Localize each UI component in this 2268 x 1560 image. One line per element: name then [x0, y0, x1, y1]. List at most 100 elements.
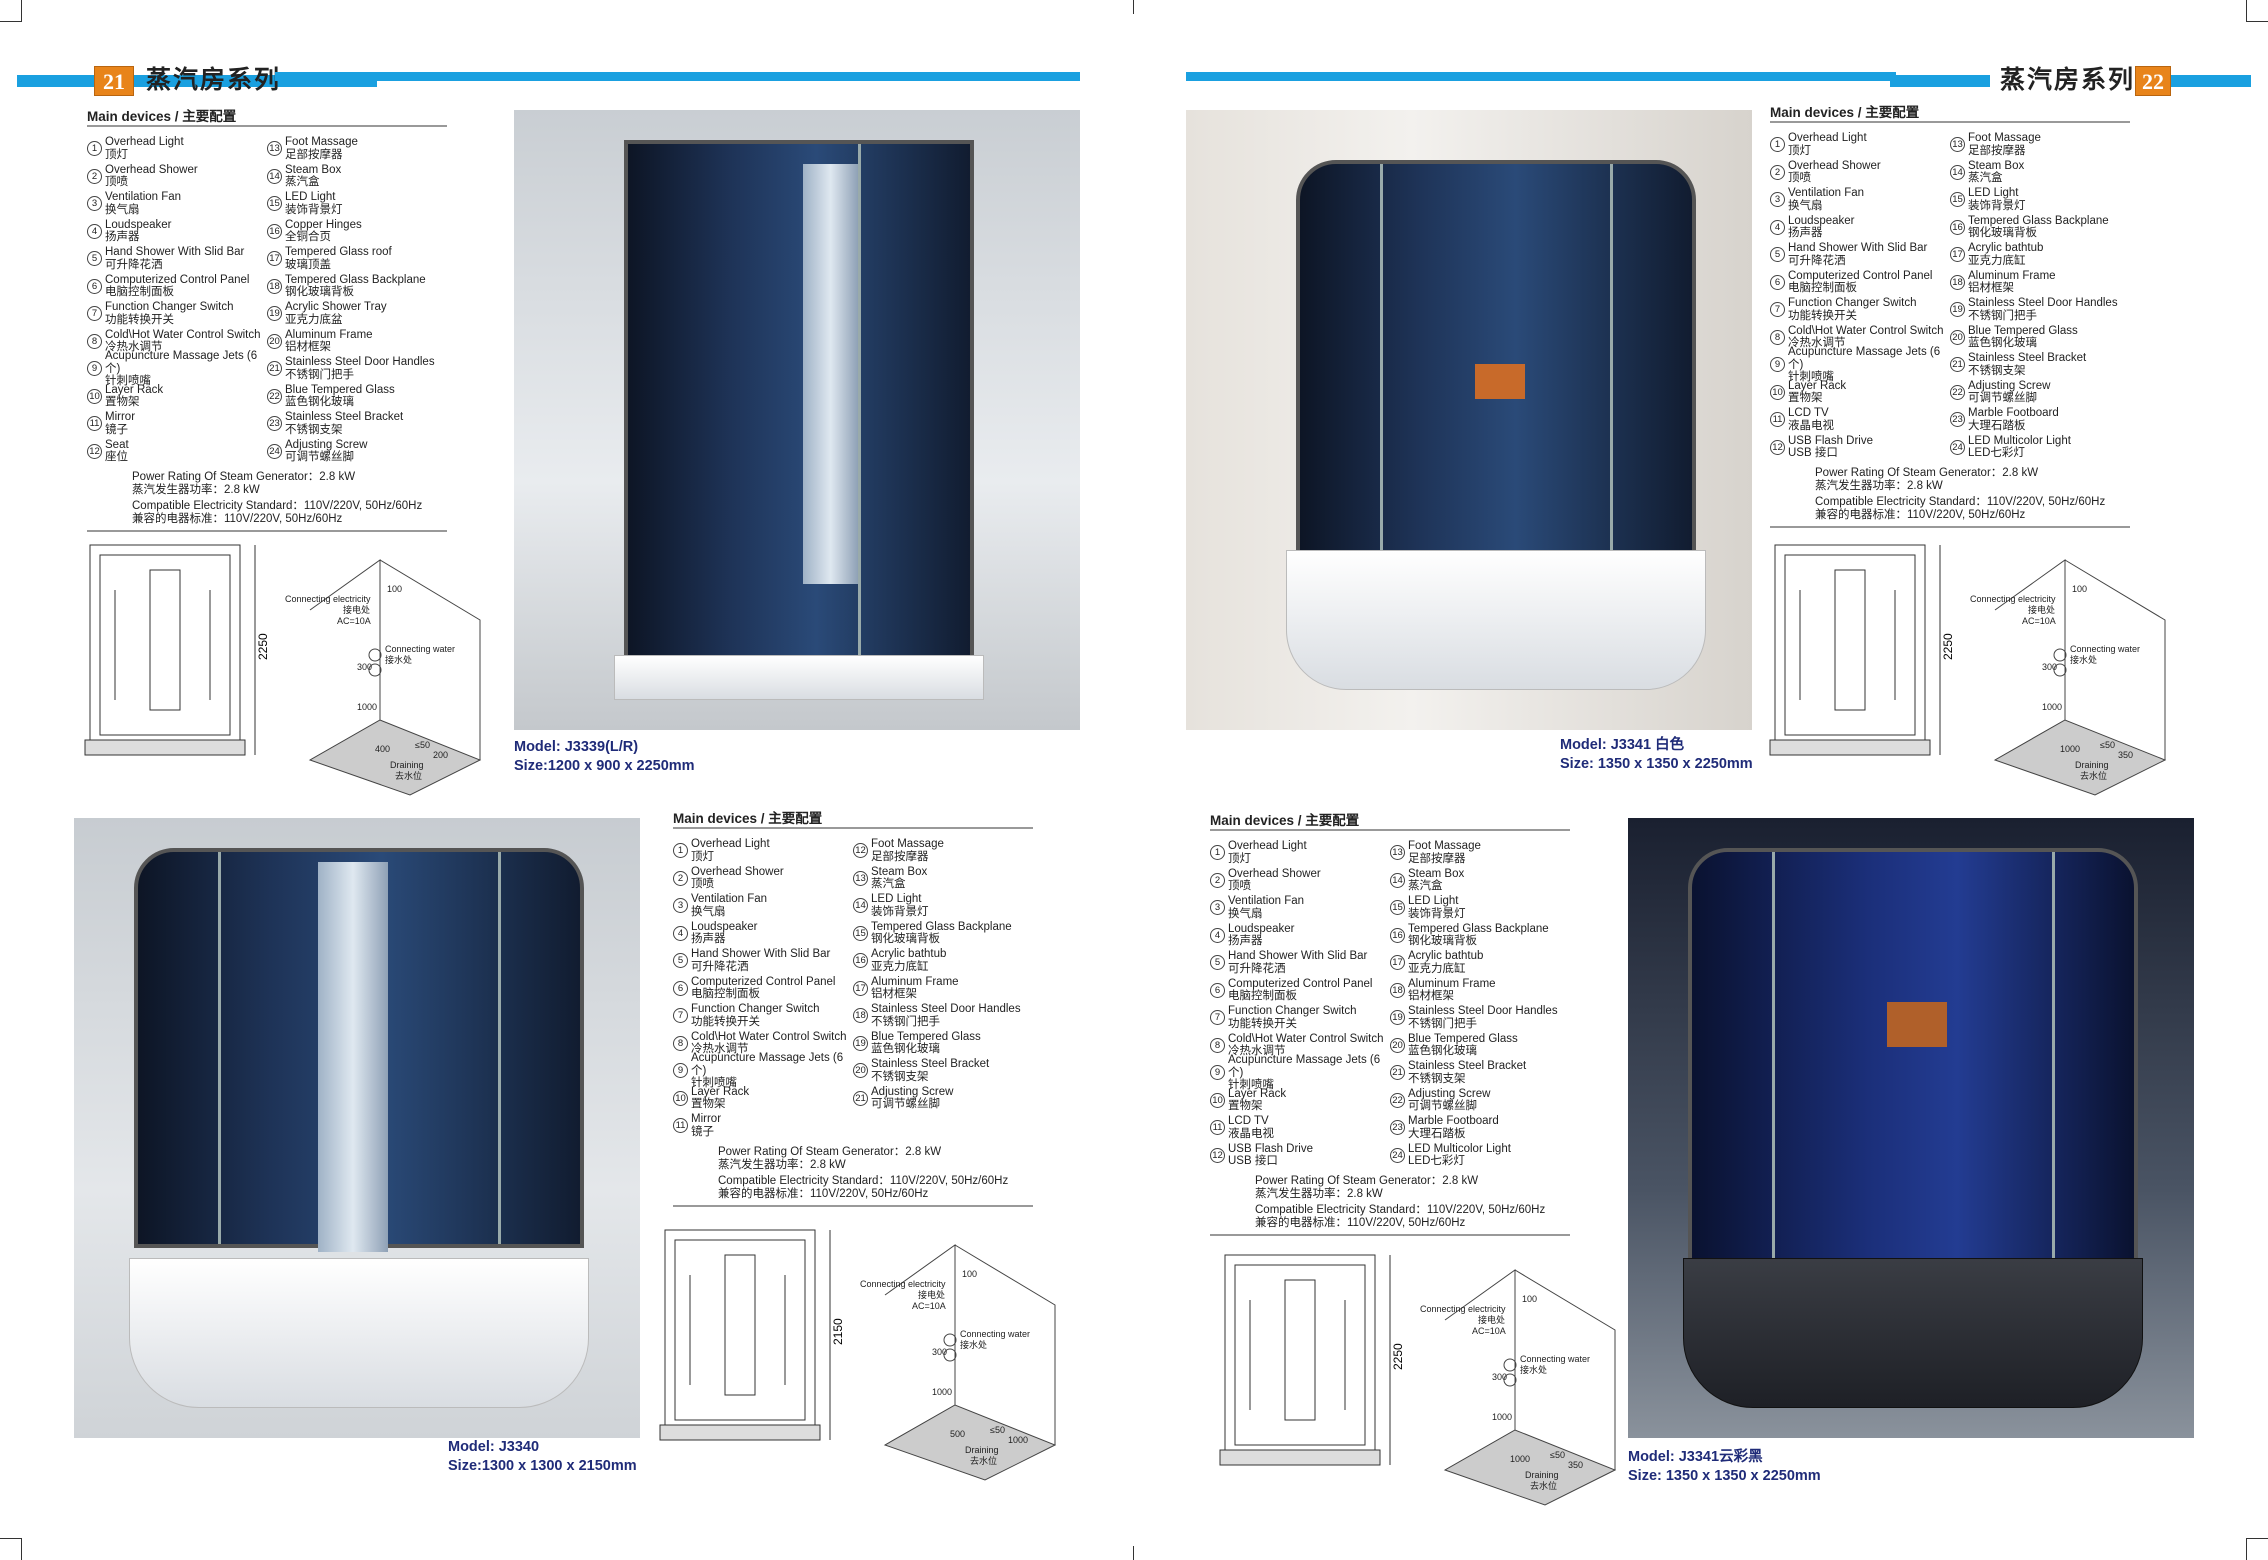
item-number: 14 — [1390, 872, 1405, 888]
crop-mark — [2246, 0, 2268, 22]
model-size: Size:1300 x 1300 x 2150mm — [448, 1458, 637, 1474]
connecting-electricity-label: Connecting electricity — [860, 1279, 946, 1289]
connecting-electricity-label: Connecting electricity — [1970, 594, 2056, 604]
dimension: 200 — [433, 750, 448, 760]
dimension: 1000 — [1492, 1412, 1512, 1422]
item-name-cn: 功能转换开关 — [1788, 309, 1857, 322]
item-number: 20 — [1950, 329, 1965, 345]
item-name-cn: 换气扇 — [691, 905, 726, 918]
product-photo-j3341-white — [1186, 110, 1752, 730]
item-name-cn: 钢化玻璃背板 — [871, 933, 940, 946]
item-name-en: Foot Massage — [1968, 132, 2041, 145]
item-number: 14 — [853, 898, 868, 914]
item-name-cn: 可调节螺丝脚 — [871, 1098, 940, 1111]
connecting-water-label: Connecting water — [1520, 1354, 1590, 1364]
item-number: 11 — [1770, 412, 1785, 428]
item-number: 3 — [87, 196, 102, 212]
item-number: 12 — [1770, 439, 1785, 455]
item-name-cn: 铝材框架 — [871, 988, 917, 1001]
item-name-en: Stainless Steel Door Handles — [1408, 1005, 1558, 1018]
dimension: 1000 — [932, 1387, 952, 1397]
connecting-water-cn: 接水处 — [960, 1339, 987, 1350]
item-name-en: Overhead Shower — [1788, 159, 1881, 172]
item-name-en: LED Light — [1408, 895, 1459, 908]
item-name-en: Cold\Hot Water Control Switch — [691, 1030, 847, 1043]
item-name-cn: 可升降花洒 — [1788, 254, 1846, 267]
item-name-en: Blue Tempered Glass — [1968, 324, 2078, 337]
item-name-en: Acupuncture Massage Jets (6个) — [1788, 346, 1941, 371]
item-name-en: Overhead Shower — [105, 163, 198, 176]
item-name-cn: 蓝色钢化玻璃 — [1408, 1045, 1477, 1058]
item-name-cn: LED七彩灯 — [1408, 1155, 1465, 1168]
item-name-en: Stainless Steel Door Handles — [285, 356, 435, 369]
model-size: Size: 1350 x 1350 x 2250mm — [1628, 1468, 1821, 1484]
item-number: 21 — [1950, 357, 1965, 373]
item-name-en: Hand Shower With Slid Bar — [1788, 242, 1928, 255]
item-name-cn: 钢化玻璃背板 — [1968, 227, 2037, 240]
diagram-svg: 2250 Connecting electricity 接电处 AC=10A C… — [1769, 544, 2167, 796]
item-name-en: Stainless Steel Bracket — [1968, 352, 2087, 365]
item-number: 1 — [1210, 845, 1225, 861]
item-name-cn: 亚克力底盆 — [285, 313, 343, 326]
item-name-cn: 针刺喷嘴 — [1788, 371, 1834, 383]
item-number: 13 — [1950, 137, 1965, 153]
item-name-en: Steam Box — [1968, 159, 2025, 172]
item-text: Acupuncture Massage Jets (6个)针刺喷嘴 — [105, 350, 267, 388]
item-number: 2 — [1770, 164, 1785, 180]
item-name-cn: 足部按摩器 — [1408, 852, 1466, 865]
item-name-en: Hand Shower With Slid Bar — [691, 948, 831, 961]
model-label-j3339: Model: J3339(L/R)Size:1200 x 900 x 2250m… — [514, 738, 695, 776]
dimension: 1000 — [2060, 744, 2080, 754]
item-number: 5 — [673, 953, 688, 969]
item-name-en: Overhead Light — [691, 838, 770, 851]
dimension: 300 — [932, 1347, 947, 1357]
item-name-cn: 蒸汽盒 — [1968, 172, 2003, 185]
item-name-cn: 冷热水调节 — [1228, 1045, 1286, 1058]
power-rating-cn: 蒸汽发生器功率：2.8 kW — [132, 484, 260, 496]
item-name-en: Ventilation Fan — [105, 191, 182, 204]
item-name-en: Stainless Steel Door Handles — [871, 1003, 1021, 1016]
diagrams-j3339: 2250 Connecting electricity 接电处 AC=10A C… — [75, 530, 515, 796]
item-name-cn: 足部按摩器 — [285, 148, 343, 161]
item-name-cn: 镜子 — [105, 423, 128, 436]
draining-label: Draining — [965, 1445, 999, 1455]
product-photo-j3340 — [74, 818, 640, 1438]
